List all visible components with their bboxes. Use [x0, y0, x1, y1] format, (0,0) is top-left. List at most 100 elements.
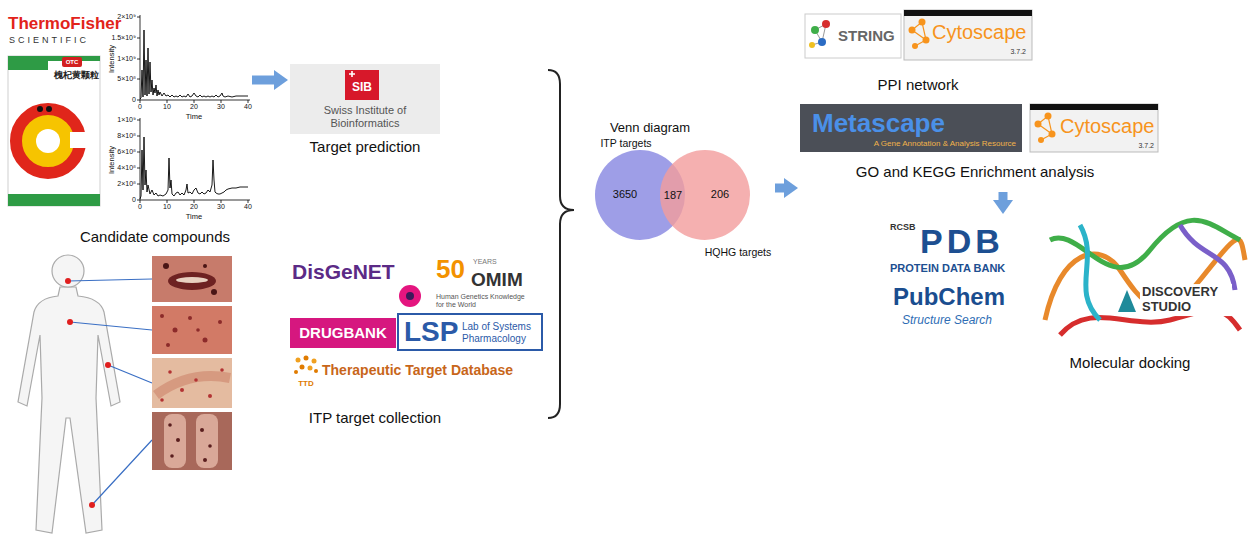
logo-text: PROTEIN DATA BANK [890, 262, 1005, 275]
software-logo [904, 10, 1032, 60]
node-count: 206 [711, 188, 729, 201]
label-holder: Intensity [108, 146, 117, 174]
label-holder: 3.7.2 [1010, 48, 1026, 56]
symptom-photo [152, 306, 232, 354]
medicine-package [37, 106, 43, 112]
logo-text: 3.7.2 [1138, 142, 1154, 150]
node-caption: Candidate compounds [80, 228, 230, 246]
body-figure [67, 319, 73, 325]
axis-tick: 6×10⁸ [117, 148, 136, 156]
workflow-panel: PPI network [800, 4, 1036, 98]
flow-arrow [252, 76, 274, 85]
symptom-photo [218, 320, 222, 324]
label-holder: Time [186, 113, 202, 122]
symptom-photo [168, 272, 216, 290]
chromatogram [137, 17, 248, 103]
label-holder: SIB [352, 81, 372, 95]
logo-text: RCSB [890, 222, 916, 232]
logo-text: Metascape [812, 109, 945, 139]
software-logo [1045, 113, 1052, 120]
symptom-photo [196, 328, 200, 332]
venn-circle-shape [660, 150, 750, 240]
label-holder: Intensity [108, 45, 117, 73]
label-holder: 3.7.2 [1138, 142, 1154, 150]
software-logo [912, 43, 918, 49]
label-holder: 187 [664, 189, 682, 202]
symptom-photo [180, 388, 184, 392]
label-holder: Swiss Institute of Bioinformatics [306, 104, 424, 129]
logo-text: A Gene Annotation & Analysis Resource [874, 139, 1016, 148]
database-logo [300, 365, 305, 370]
logo-text: OMIM [471, 269, 523, 291]
chromatogram [137, 118, 250, 203]
logo-text: Cytoscape [1060, 115, 1155, 138]
axis-tick: 8×10⁸ [117, 132, 136, 140]
text-holder: Venn diagram [610, 120, 690, 136]
logo-text: 50 [436, 255, 465, 285]
label-holder: 1×10⁹ [117, 55, 136, 63]
text-holder: Target prediction [310, 138, 421, 156]
symptom-photo [168, 423, 172, 427]
symptom-photo [163, 263, 169, 269]
software-logo [1030, 104, 1158, 110]
logo-text: Human Genetics Knowledge for the World [436, 293, 531, 309]
symptom-photo [196, 414, 218, 468]
logo-text: 3.7.2 [1010, 48, 1026, 56]
chromatogram [137, 15, 250, 103]
node-caption: GO and KEGG Enrichment analysis [856, 163, 1094, 181]
label-holder: YEARS [473, 258, 497, 266]
axis-tick: 4×10⁸ [117, 164, 136, 172]
label-holder: 10 [163, 203, 171, 211]
axis-tick: 1.5×10⁹ [111, 34, 136, 42]
node-caption: Target prediction [310, 138, 421, 156]
symptom-photo [152, 358, 232, 408]
axis-tick: 10 [163, 103, 171, 111]
symptom-photo [173, 328, 178, 333]
axis-title: Time [186, 213, 202, 222]
symptom-photo [170, 454, 174, 458]
label-holder: 40 [244, 103, 252, 111]
logo-text: PubChem [893, 283, 1005, 311]
sib-logo [290, 64, 440, 134]
medicine-package [8, 56, 48, 70]
body-figure [105, 362, 111, 368]
axis-tick: 30 [217, 203, 225, 211]
software-logo [919, 19, 926, 26]
body-figure [52, 255, 84, 287]
symptom-photo [166, 343, 170, 347]
venn-circle-shape [595, 150, 685, 240]
label-holder: PROTEIN DATA BANK [890, 262, 1005, 275]
package-text: OTC [66, 59, 79, 66]
label-holder: PDB [920, 222, 1004, 261]
logo-text: SCIENTIFIC [9, 35, 89, 45]
database-logo [399, 285, 421, 307]
axis-tick: 2×10⁹ [117, 13, 136, 21]
symptom-photo [208, 444, 212, 448]
label-holder: 8×10⁸ [117, 132, 136, 140]
label-holder: 0 [138, 103, 142, 111]
symptom-photo [194, 378, 198, 382]
axis-tick: 1×10⁹ [117, 55, 136, 63]
database-logo [296, 358, 301, 363]
medicine-package [36, 129, 60, 153]
label-holder: 30 [217, 103, 225, 111]
symptom-photo [152, 358, 232, 408]
axis-tick: 0 [132, 96, 136, 104]
logo-text: Lab of Systems Pharmacology [462, 321, 538, 344]
software-logo [800, 104, 1022, 152]
label-holder: A Gene Annotation & Analysis Resource [874, 139, 1016, 148]
software-logo [1035, 121, 1042, 128]
symptom-photo [168, 370, 172, 374]
software-logo [805, 14, 901, 58]
label-holder: 4×10⁸ [117, 164, 136, 172]
software-logo [1030, 104, 1158, 152]
axis-tick: 30 [217, 103, 225, 111]
text-holder: ITP target collection [309, 409, 441, 427]
label-holder: Structure Search [902, 314, 992, 328]
text-holder: 206 [711, 188, 729, 201]
chromatogram [140, 30, 248, 99]
label-holder: 20 [190, 103, 198, 111]
label-holder: Metascape [812, 109, 945, 139]
